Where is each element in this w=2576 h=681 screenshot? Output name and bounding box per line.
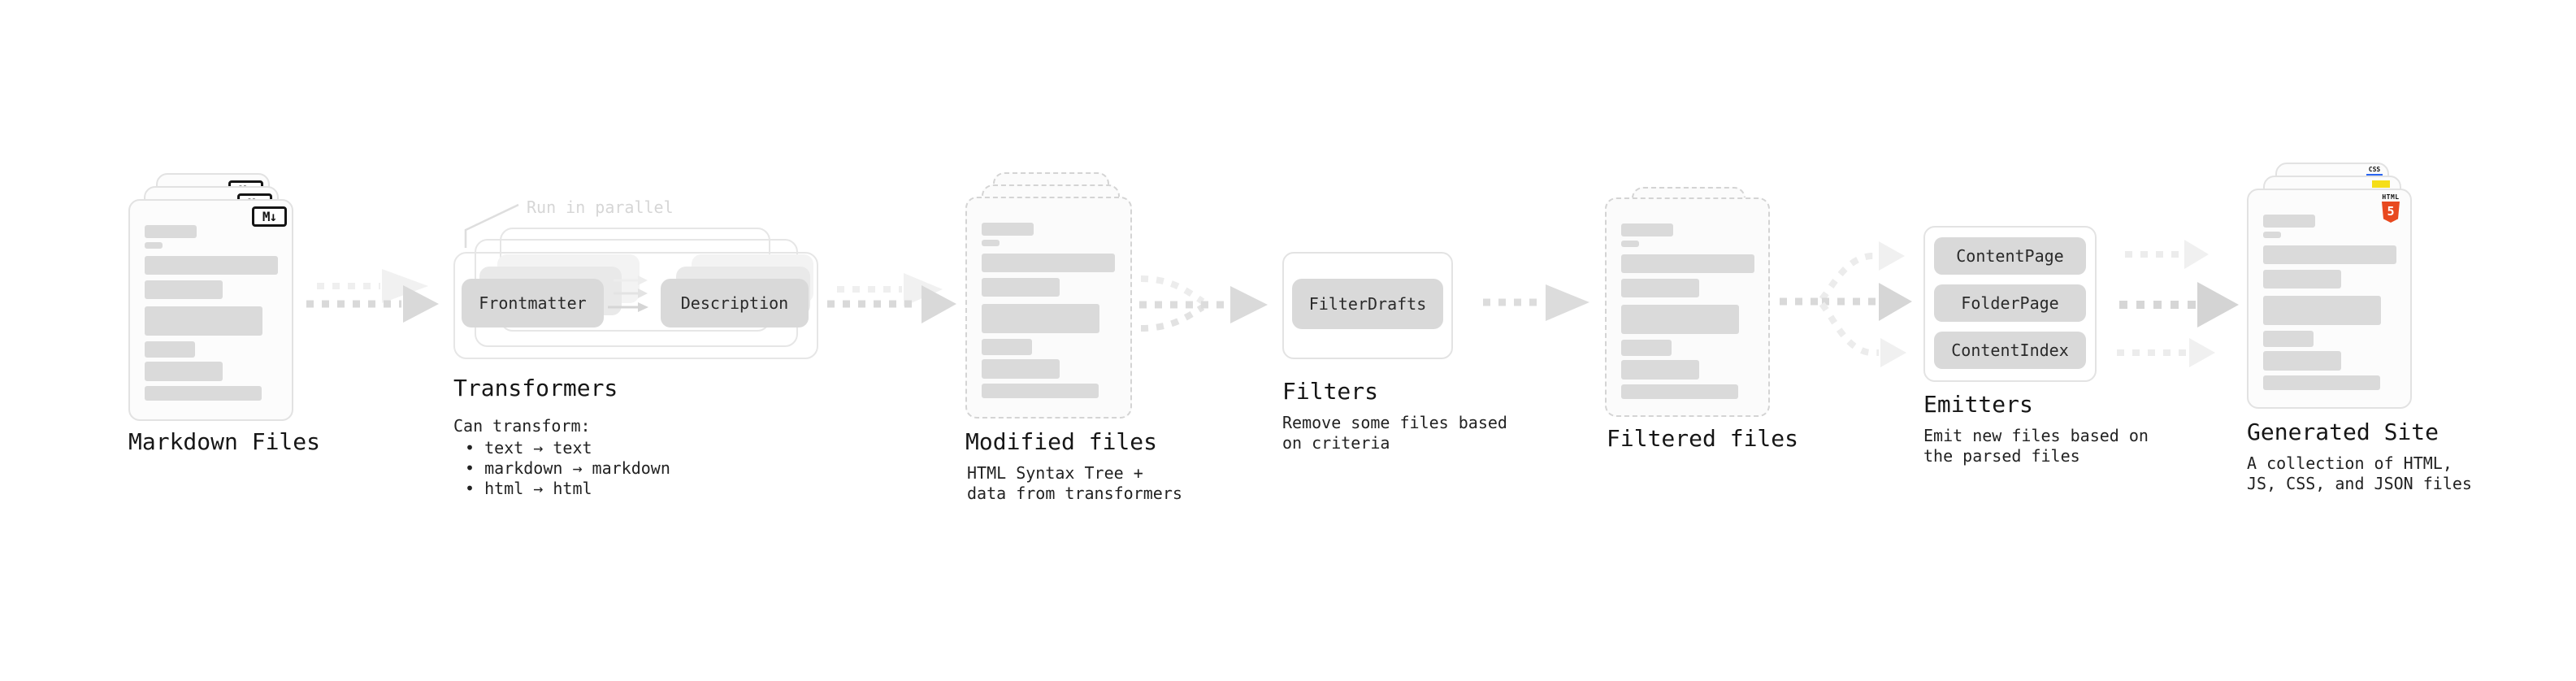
- filters-description: Remove some files based on criteria: [1282, 413, 1507, 453]
- generated-file-card-front: HTML 5: [2247, 189, 2412, 409]
- skeleton-line: [982, 359, 1060, 379]
- skeleton-line: [982, 240, 1000, 246]
- skeleton-line: [1621, 305, 1739, 334]
- can-transform-title: Can transform:: [453, 416, 591, 436]
- modified-files-description: HTML Syntax Tree + data from transformer…: [967, 463, 1182, 504]
- skeleton-line: [2263, 245, 2396, 264]
- filterdrafts-pill: FilterDrafts: [1292, 279, 1443, 329]
- skeleton-line: [1621, 254, 1754, 273]
- skeleton-line: [982, 254, 1115, 272]
- description-line: HTML Syntax Tree +: [967, 463, 1143, 483]
- skeleton-line: [2263, 296, 2381, 325]
- html5-shield-number: 5: [2387, 204, 2395, 219]
- skeleton-line: [2263, 215, 2315, 228]
- emitters-description: Emit new files based on the parsed files: [1923, 426, 2149, 466]
- skeleton-line: [1621, 279, 1699, 297]
- skeleton-line: [1621, 340, 1672, 356]
- arrow-emitters-to-generated: [2117, 240, 2239, 367]
- skeleton-line: [145, 386, 262, 401]
- description-line: JS, CSS, and JSON files: [2247, 474, 2472, 493]
- skeleton-line: [2263, 270, 2341, 288]
- description-pill: Description: [661, 279, 809, 327]
- html5-icon-text: HTML: [2382, 193, 2400, 201]
- description-line: Remove some files based: [1282, 413, 1507, 432]
- css-badge-text: CSS: [2368, 166, 2381, 173]
- transformers-label: Transformers: [453, 375, 618, 401]
- arrow-markdown-to-transformers: [306, 269, 439, 323]
- markdown-icon: M↓: [252, 206, 287, 227]
- modified-files-label: Modified files: [965, 428, 1158, 455]
- skeleton-line: [145, 280, 223, 299]
- run-in-parallel-annotation: Run in parallel: [527, 197, 674, 217]
- generated-site-label: Generated Site: [2247, 419, 2439, 445]
- skeleton-line: [2263, 331, 2314, 347]
- markdown-file-card-front: M↓: [128, 199, 293, 421]
- generated-site-description: A collection of HTML, JS, CSS, and JSON …: [2247, 453, 2472, 494]
- arrow-filters-to-filtered: [1483, 284, 1589, 321]
- skeleton-line: [982, 278, 1060, 297]
- folderpage-pill: FolderPage: [1934, 284, 2086, 322]
- filtered-files-label: Filtered files: [1607, 425, 1799, 452]
- emitters-label: Emitters: [1923, 391, 2033, 418]
- arrow-transformers-to-modified: [827, 273, 956, 323]
- skeleton-line: [2263, 351, 2341, 371]
- skeleton-line: [145, 225, 197, 238]
- skeleton-line: [145, 256, 278, 275]
- transform-bullet: • html → html: [465, 479, 592, 498]
- skeleton-line: [982, 339, 1032, 355]
- transformer-box-front: [453, 252, 818, 359]
- skeleton-line: [145, 362, 223, 381]
- description-line: A collection of HTML,: [2247, 453, 2452, 473]
- description-line: data from transformers: [967, 484, 1182, 503]
- arrow-modified-to-filters: [1139, 275, 1268, 332]
- description-line: the parsed files: [1923, 446, 2080, 466]
- skeleton-line: [145, 242, 163, 249]
- skeleton-line: [2263, 375, 2380, 390]
- skeleton-line: [145, 306, 262, 336]
- contentpage-pill: ContentPage: [1934, 237, 2086, 275]
- skeleton-line: [982, 223, 1034, 236]
- skeleton-line: [1621, 384, 1738, 399]
- arrow-filtered-to-emitters: [1780, 241, 1912, 367]
- skeleton-line: [1621, 241, 1639, 247]
- modified-file-card-front: [965, 197, 1132, 419]
- skeleton-line: [982, 384, 1099, 398]
- frontmatter-pill: Frontmatter: [462, 279, 604, 327]
- html5-icon: HTML 5: [2381, 193, 2400, 223]
- skeleton-line: [1621, 360, 1699, 380]
- js-badge: [2372, 180, 2390, 188]
- markdown-files-label: Markdown Files: [128, 428, 321, 455]
- skeleton-line: [1621, 223, 1673, 236]
- description-line: Emit new files based on: [1923, 426, 2149, 445]
- description-line: on criteria: [1282, 433, 1390, 453]
- html5-shield: 5: [2382, 202, 2400, 223]
- contentindex-pill: ContentIndex: [1934, 332, 2086, 369]
- skeleton-line: [145, 341, 195, 358]
- filters-label: Filters: [1282, 378, 1379, 405]
- skeleton-line: [982, 304, 1099, 333]
- skeleton-line: [2263, 232, 2281, 238]
- transform-bullet: • text → text: [465, 438, 592, 458]
- filtered-file-card-front: [1605, 197, 1770, 417]
- transform-bullet: • markdown → markdown: [465, 458, 670, 478]
